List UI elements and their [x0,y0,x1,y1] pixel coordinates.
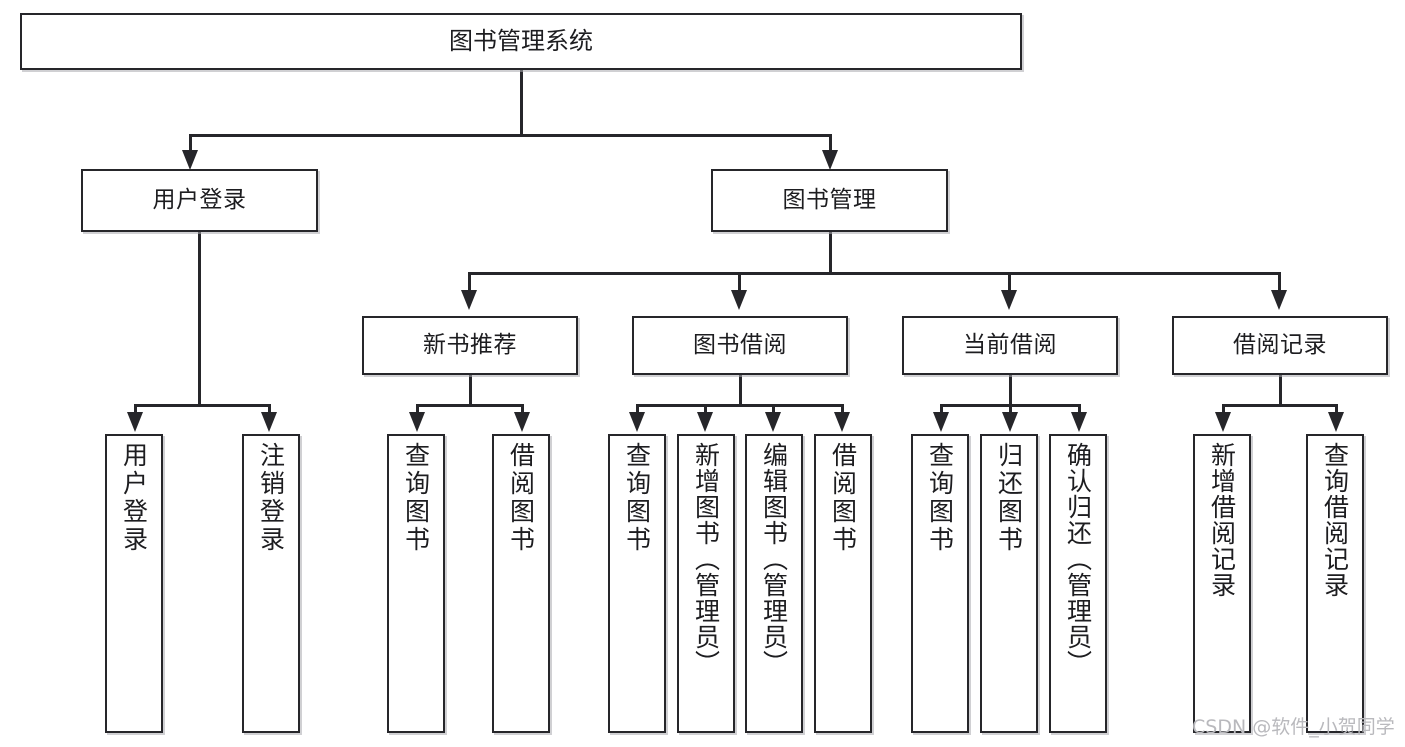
node-book-manage: 图书管理 [711,169,948,232]
connector-book-manage-to-current-borrow [1008,272,1011,294]
arrow-book-manage-to-borrow-record [1271,290,1287,310]
leaf-borrow-record-add-label: 新增借阅记录 [1207,442,1237,598]
connector-user-login-leaf-2 [268,404,271,418]
connector-current-borrow-stem [1009,375,1012,404]
connector-book-borrow-leaf-4 [841,404,844,418]
connector-borrow-record-bar [1222,404,1337,407]
arrow-user-login-leaf-1 [127,412,143,432]
node-borrow-record: 借阅记录 [1172,316,1388,375]
leaf-new-book-query: 查询图书 [387,434,445,733]
connector-book-borrow-bar [636,404,843,407]
leaf-book-borrow-add-label: 新增图书（管理员） [691,442,721,676]
leaf-book-borrow-edit: 编辑图书（管理员） [745,434,803,733]
node-current-borrow-label: 当前借阅 [963,331,1057,358]
node-borrow-record-label: 借阅记录 [1233,331,1327,358]
connector-book-manage-to-borrow-record [1278,272,1281,294]
connector-book-manage-to-new-book [468,272,471,294]
leaf-book-borrow-query: 查询图书 [608,434,666,733]
leaf-current-borrow-confirm-label: 确认归还（管理员） [1063,442,1093,676]
connector-current-borrow-leaf-2 [1009,404,1012,418]
arrow-book-manage-to-current-borrow [1001,290,1017,310]
node-book-manage-label: 图书管理 [782,186,877,213]
arrow-book-borrow-leaf-1 [629,412,645,432]
connector-new-book-bar [416,404,523,407]
connector-current-borrow-leaf-3 [1078,404,1081,418]
connector-book-borrow-leaf-3 [772,404,775,418]
connector-user-login-bar [134,404,270,407]
arrow-book-borrow-leaf-2 [697,412,713,432]
connector-root-bar [189,134,832,137]
leaf-book-borrow-borrow-label: 借阅图书 [828,442,858,554]
node-current-borrow: 当前借阅 [902,316,1118,375]
arrow-book-manage-to-new-book [461,290,477,310]
leaf-current-borrow-query-label: 查询图书 [925,442,955,554]
leaf-book-borrow-borrow: 借阅图书 [814,434,872,733]
arrow-new-book-leaf-2 [514,412,530,432]
connector-borrow-record-stem [1279,375,1282,404]
arrow-borrow-record-leaf-2 [1328,412,1344,432]
leaf-borrow-record-add: 新增借阅记录 [1193,434,1251,733]
arrow-book-borrow-leaf-4 [834,412,850,432]
node-user-login: 用户登录 [81,169,318,232]
node-user-login-label: 用户登录 [152,186,247,213]
leaf-user-login-logout-label: 注销登录 [256,442,286,554]
node-new-book-recommend: 新书推荐 [362,316,578,375]
leaf-user-login-login: 用户登录 [105,434,163,733]
leaf-current-borrow-confirm: 确认归还（管理员） [1049,434,1107,733]
connector-borrow-record-leaf-2 [1335,404,1338,418]
arrow-current-borrow-leaf-2 [1002,412,1018,432]
leaf-book-borrow-add: 新增图书（管理员） [677,434,735,733]
node-new-book-recommend-label: 新书推荐 [423,331,517,358]
leaf-current-borrow-return-label: 归还图书 [994,442,1024,554]
arrow-current-borrow-leaf-1 [933,412,949,432]
arrow-new-book-leaf-1 [409,412,425,432]
connector-book-borrow-leaf-2 [704,404,707,418]
connector-root-to-book-manage [829,134,832,154]
node-book-borrow-label: 图书借阅 [693,331,787,358]
arrow-book-manage-to-book-borrow [731,290,747,310]
connector-book-manage-stem [829,232,832,272]
connector-user-login-leaf-1 [134,404,137,418]
connector-book-borrow-stem [739,375,742,404]
leaf-new-book-borrow: 借阅图书 [492,434,550,733]
leaf-new-book-borrow-label: 借阅图书 [506,442,536,554]
arrow-root-to-user-login [182,150,198,170]
connector-new-book-leaf-1 [416,404,419,418]
leaf-current-borrow-query: 查询图书 [911,434,969,733]
node-root-label: 图书管理系统 [449,27,593,56]
connector-new-book-leaf-2 [521,404,524,418]
connector-book-manage-to-book-borrow [738,272,741,294]
arrow-book-borrow-leaf-3 [765,412,781,432]
connector-new-book-stem [469,375,472,404]
connector-book-manage-bar [468,272,1280,275]
connector-root-to-user-login [189,134,192,154]
node-book-borrow: 图书借阅 [632,316,848,375]
leaf-current-borrow-return: 归还图书 [980,434,1038,733]
leaf-book-borrow-query-label: 查询图书 [622,442,652,554]
arrow-root-to-book-manage [822,150,838,170]
leaf-user-login-login-label: 用户登录 [119,442,149,554]
connector-current-borrow-leaf-1 [940,404,943,418]
arrow-borrow-record-leaf-1 [1215,412,1231,432]
arrow-user-login-leaf-2 [261,412,277,432]
connector-borrow-record-leaf-1 [1222,404,1225,418]
leaf-user-login-logout: 注销登录 [242,434,300,733]
connector-book-borrow-leaf-1 [636,404,639,418]
leaf-new-book-query-label: 查询图书 [401,442,431,554]
connector-user-login-stem [198,232,201,404]
node-root: 图书管理系统 [20,13,1022,70]
leaf-book-borrow-edit-label: 编辑图书（管理员） [759,442,789,676]
connector-root-stem [520,70,523,134]
arrow-current-borrow-leaf-3 [1071,412,1087,432]
leaf-borrow-record-query: 查询借阅记录 [1306,434,1364,733]
leaf-borrow-record-query-label: 查询借阅记录 [1320,442,1350,598]
